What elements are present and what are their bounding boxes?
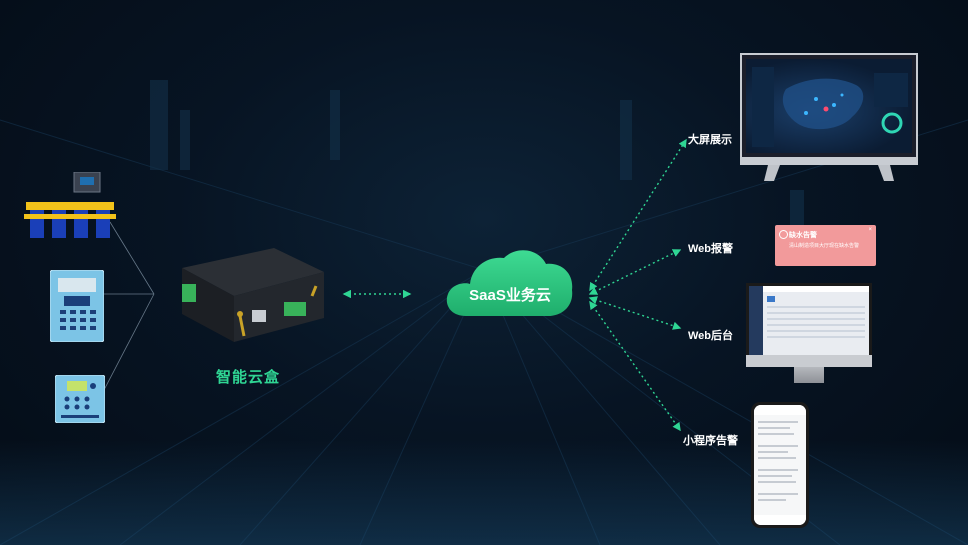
output-label-webadmin: Web后台 bbox=[688, 330, 734, 342]
output-label-miniprogram: 小程序告警 bbox=[683, 435, 738, 447]
tv-stand bbox=[740, 159, 918, 181]
close-icon[interactable]: × bbox=[868, 227, 872, 233]
tv-screen bbox=[740, 53, 918, 159]
saas-cloud-icon bbox=[446, 250, 573, 316]
cloud-to-miniprogram-connector bbox=[589, 300, 681, 432]
saas-cloud-label: SaaS业务云 bbox=[469, 287, 551, 304]
dashboard-map-preview bbox=[746, 59, 912, 153]
water-pump-group-icon bbox=[24, 172, 116, 238]
small-controller-icon bbox=[55, 375, 105, 423]
phone-screen bbox=[754, 405, 806, 525]
alert-list-preview bbox=[754, 405, 806, 525]
smart-cloud-box-gateway-icon bbox=[182, 248, 324, 342]
web-alert-card[interactable]: 缺水告警 清山制造项目大厅现在缺水告警 × bbox=[775, 225, 876, 266]
water-controller-box-icon bbox=[50, 270, 104, 342]
output-label-webalert: Web报警 bbox=[688, 243, 734, 255]
alert-info-icon bbox=[779, 230, 788, 239]
output-label-bigscreen: 大屏展示 bbox=[688, 134, 732, 146]
web-admin-computer bbox=[746, 283, 872, 383]
cloud-to-webadmin-connector bbox=[588, 296, 682, 330]
china-map-icon bbox=[752, 67, 908, 147]
admin-screen bbox=[746, 283, 872, 355]
cloud-to-bigscreen-connector bbox=[589, 138, 687, 292]
imac-chin bbox=[746, 355, 872, 367]
cloud-to-webalert-connector bbox=[588, 249, 682, 295]
mini-program-phone bbox=[751, 402, 809, 528]
alert-message: 清山制造项目大厅现在缺水告警 bbox=[789, 243, 860, 249]
big-screen-display bbox=[740, 53, 918, 185]
imac-stand bbox=[794, 367, 824, 383]
admin-table-preview bbox=[749, 286, 869, 355]
alert-title: 缺水告警 bbox=[789, 232, 817, 239]
smart-cloud-box-label: 智能云盒 bbox=[216, 369, 281, 386]
